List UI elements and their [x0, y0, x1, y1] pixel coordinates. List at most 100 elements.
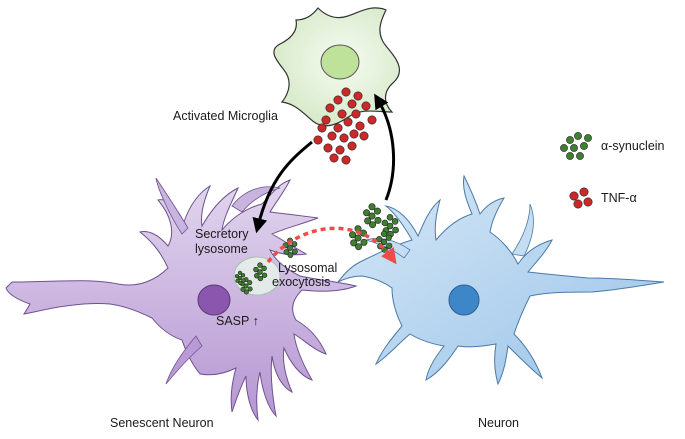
- legend: α-synuclein TNF-α: [560, 132, 665, 209]
- alpha-synuclein-particle: [238, 280, 243, 285]
- alpha-synuclein-particle: [363, 209, 371, 217]
- activated-microglia-label: Activated Microglia: [173, 109, 278, 123]
- tnf-alpha-particle: [359, 131, 369, 141]
- tnf-alpha-particle: [313, 135, 323, 145]
- alpha-synuclein-particle: [243, 289, 249, 295]
- tnf-alpha-particle: [333, 123, 343, 133]
- tnf-alpha-particle: [335, 145, 345, 155]
- alpha-synuclein-particle: [253, 266, 259, 273]
- alpha-synuclein-particle: [368, 212, 376, 220]
- tnf-alpha-cluster: [313, 87, 377, 165]
- tnf-alpha-particle: [341, 87, 351, 97]
- lysosomal-exocytosis-label: Lysosomal exocytosis: [272, 261, 341, 289]
- alpha-synuclein-particle: [257, 269, 263, 275]
- senescent-nucleus: [197, 284, 231, 316]
- alpha-synuclein-particle: [257, 262, 263, 268]
- tnf-alpha-particle: [341, 155, 351, 165]
- alpha-synuclein-particle: [360, 238, 368, 246]
- activated-microglia-cell: [273, 7, 400, 127]
- alpha-synuclein-particle: [240, 273, 246, 278]
- tnf-alpha-particle: [351, 109, 361, 119]
- tnf-alpha-particle: [327, 131, 337, 141]
- alpha-synuclein-particle: [247, 286, 253, 292]
- alpha-synuclein-particle: [386, 242, 393, 249]
- senescent-dendrite: [155, 177, 189, 235]
- alpha-synuclein-particle: [234, 274, 240, 279]
- alpha-synuclein-particle: [385, 234, 392, 241]
- alpha-synuclein-icon: [560, 132, 592, 160]
- tnf-alpha-particle: [337, 109, 347, 119]
- alpha-synuclein-particle: [240, 286, 246, 292]
- legend-synuclein-dot: [570, 144, 578, 152]
- alpha-synuclein-particle: [350, 239, 358, 247]
- alpha-synuclein-particle: [376, 236, 383, 243]
- tnf-alpha-particle: [339, 133, 349, 143]
- alpha-synuclein-particle: [283, 249, 290, 255]
- alpha-synuclein-particle: [368, 203, 376, 211]
- legend-tnf-dot: [569, 191, 579, 201]
- legend-synuclein-dot: [580, 142, 588, 150]
- alpha-synuclein-particle: [386, 214, 394, 221]
- alpha-synuclein-particle: [355, 243, 363, 251]
- alpha-synuclein-particle: [235, 278, 240, 283]
- alpha-synuclein-particle: [237, 275, 243, 281]
- tnf-alpha-particle: [349, 129, 359, 139]
- alpha-synuclein-particle: [391, 218, 399, 225]
- microglia-to-senescent-arrow: [252, 140, 313, 234]
- tnf-alpha-particle: [367, 115, 377, 125]
- tnf-alpha-particle: [355, 121, 365, 131]
- alpha-synuclein-particle: [291, 248, 298, 255]
- neuron-to-microglia-arrow: [374, 93, 395, 201]
- senescent-neuron-label: Senescent Neuron: [110, 416, 214, 430]
- alpha-synuclein-particle: [354, 234, 362, 242]
- alpha-synuclein-particle: [369, 221, 377, 229]
- tnf-alpha-particle: [329, 153, 339, 163]
- microglia-nucleus: [320, 44, 360, 80]
- tnf-alpha-particle: [353, 91, 363, 101]
- legend-label-alpha-synuclein: α-synuclein: [601, 139, 665, 153]
- neuron-nucleus: [448, 284, 480, 316]
- lysosomal-exocytosis-transfer-arrow: [266, 226, 397, 265]
- alpha-synuclein-particle: [374, 216, 382, 224]
- neuron-label: Neuron: [478, 416, 519, 430]
- legend-tnf-dot: [579, 187, 589, 197]
- alpha-synuclein-particle: [241, 278, 246, 283]
- alpha-synuclein-particle: [261, 265, 267, 272]
- alpha-synuclein-particle: [364, 217, 372, 225]
- alpha-synuclein-particle: [373, 207, 381, 215]
- alpha-synuclein-particle: [237, 270, 243, 275]
- secretory-lysosome-label: Secretory lysosome: [195, 227, 252, 256]
- legend-label-tnf-alpha: TNF-α: [601, 191, 637, 205]
- legend-synuclein-dot: [560, 144, 568, 152]
- tnf-alpha-particle: [361, 101, 371, 111]
- alpha-synuclein-particle: [291, 241, 298, 247]
- alpha-synuclein-particle: [287, 245, 293, 251]
- sasp-label: SASP ↑: [216, 314, 259, 328]
- tnf-alpha-icon: [569, 187, 593, 209]
- senescent-neuron-cell: [5, 177, 358, 422]
- legend-synuclein-dot: [566, 152, 574, 160]
- legend-synuclein-dot: [574, 132, 582, 140]
- tnf-alpha-particle: [347, 141, 357, 151]
- alpha-synuclein-particle: [257, 275, 264, 282]
- alpha-synuclein-particle: [287, 252, 294, 258]
- tnf-alpha-particle: [317, 123, 327, 133]
- alpha-synuclein-particle: [380, 230, 388, 238]
- alpha-synuclein-particle: [380, 238, 388, 246]
- tnf-alpha-particle: [347, 99, 357, 109]
- tnf-alpha-particle: [321, 115, 331, 125]
- alpha-synuclein-particle: [386, 222, 394, 230]
- legend-synuclein-dot: [566, 136, 574, 144]
- alpha-synuclein-particle: [392, 226, 399, 234]
- tnf-alpha-particle: [323, 143, 333, 153]
- tnf-alpha-particle: [325, 103, 335, 113]
- alpha-synuclein-particle: [349, 231, 357, 239]
- senescent-neuron-body: [5, 179, 358, 422]
- healthy-neuron-cell: [337, 174, 665, 386]
- alpha-synuclein-particle: [243, 283, 249, 289]
- legend-tnf-dot: [573, 199, 583, 209]
- alpha-synuclein-particle: [261, 272, 268, 278]
- alpha-synuclein-particle: [247, 280, 253, 286]
- neuron-body: [337, 174, 665, 386]
